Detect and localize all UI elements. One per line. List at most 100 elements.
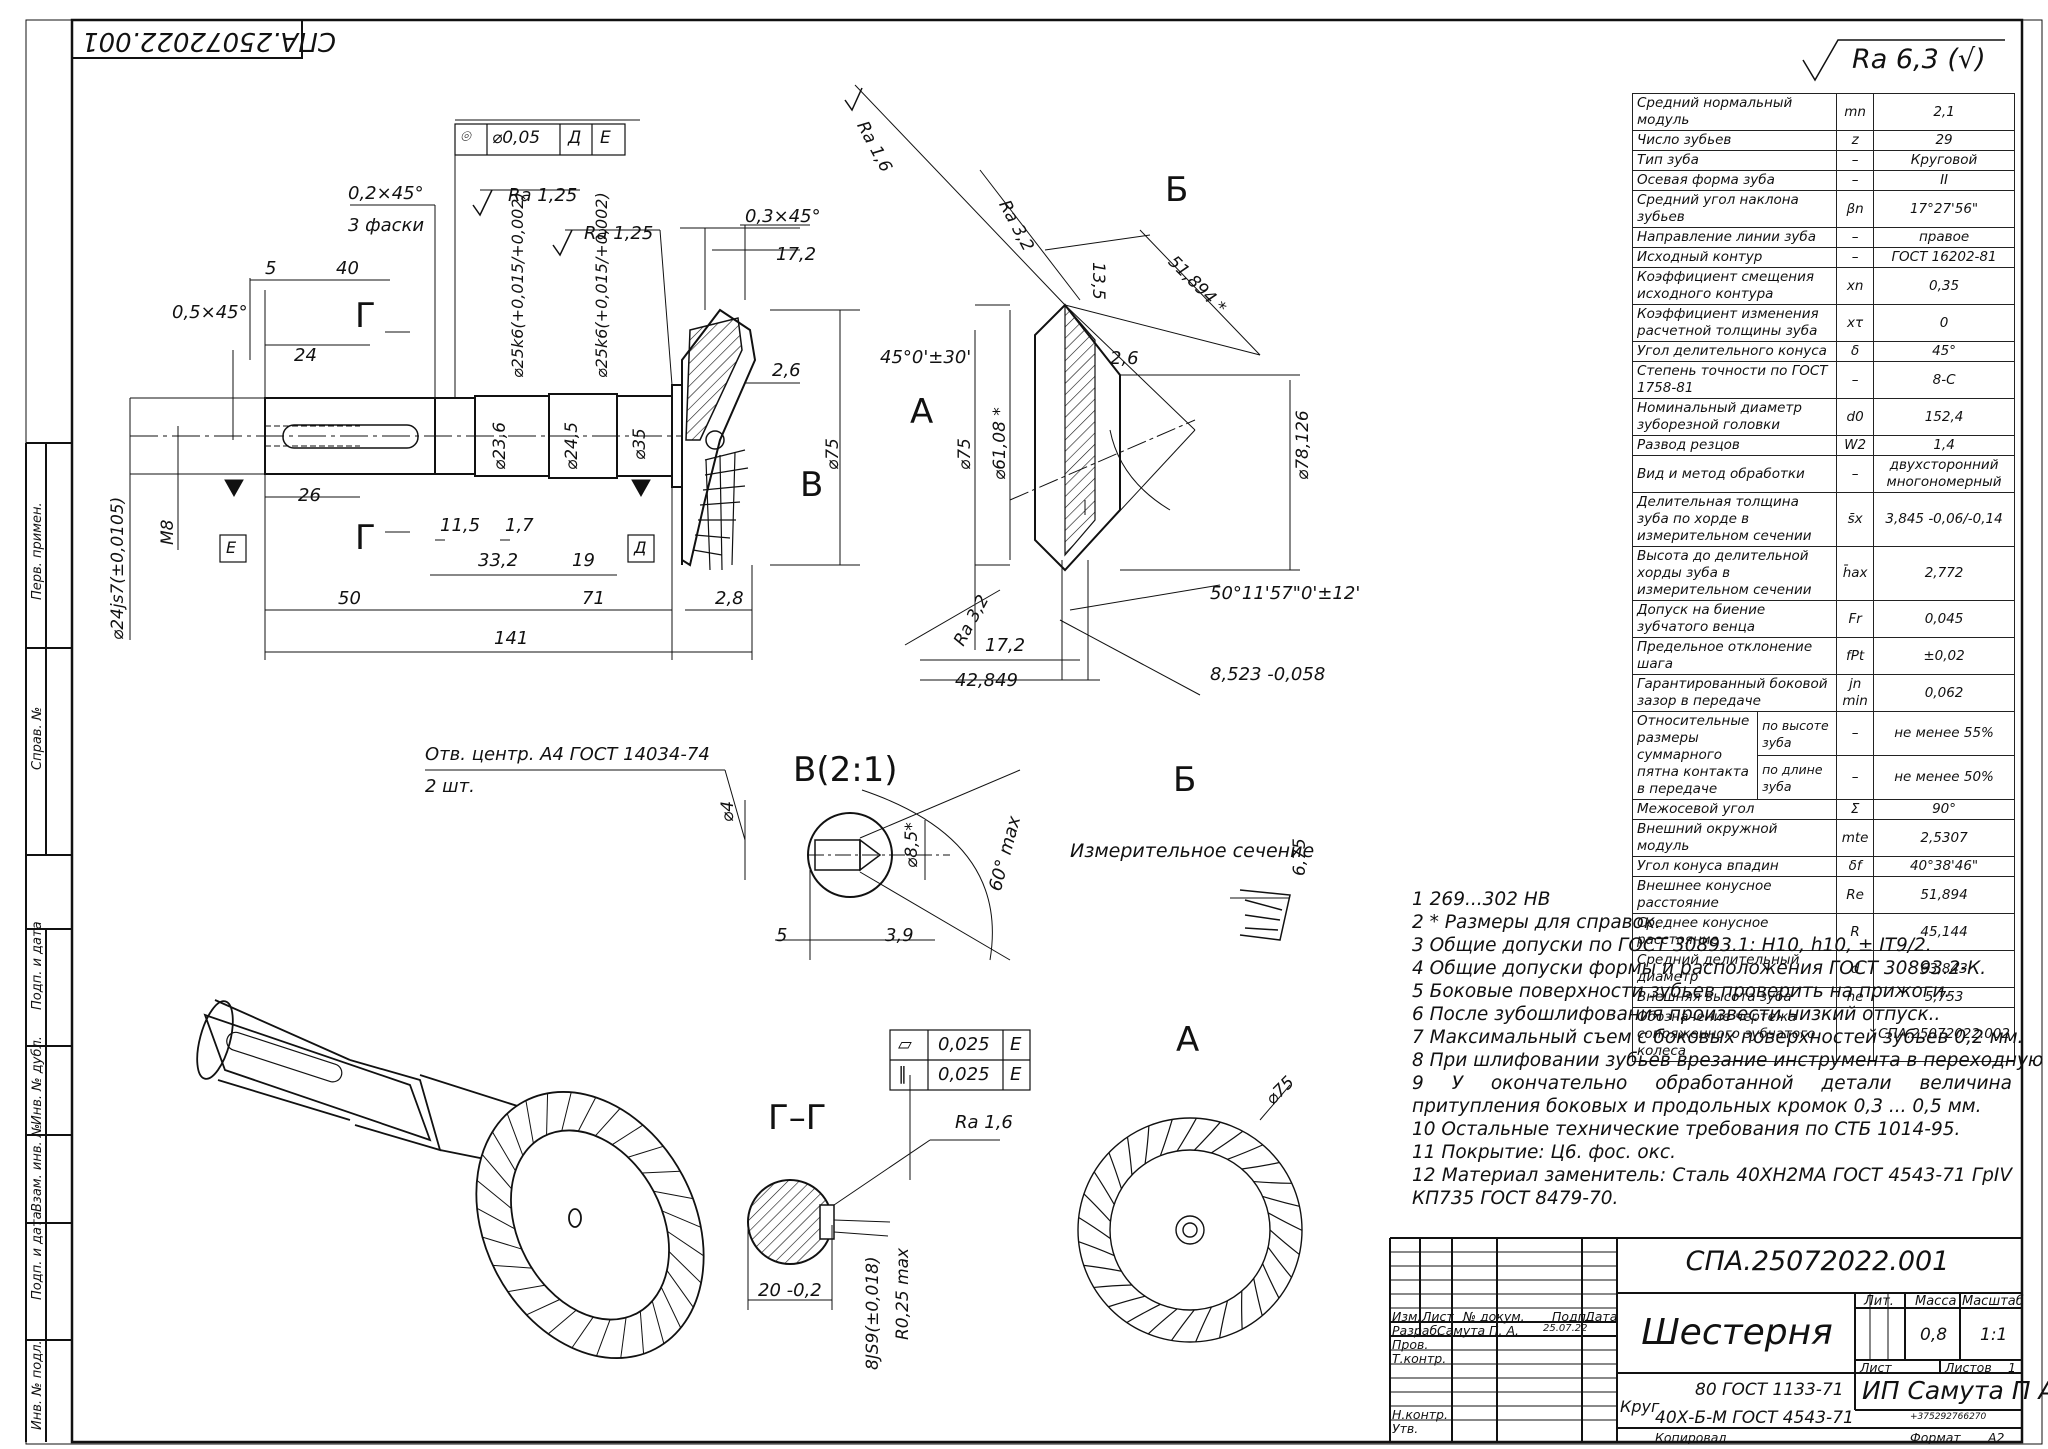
- param-name: Номинальный диаметр зуборезной головки: [1631, 398, 1838, 436]
- gear-tooth: [1126, 1136, 1133, 1176]
- dim-dia-75: ⌀75: [823, 438, 843, 470]
- gear-tooth: [1108, 1152, 1123, 1189]
- section-gg-dim-20: 20 -0,2: [758, 1280, 822, 1301]
- dim-dia-24-5: ⌀24,5: [562, 421, 582, 470]
- param-name: Внешнее конусное расстояние: [1631, 876, 1838, 914]
- gear-tooth: [1219, 1300, 1229, 1339]
- iso-gear-tooth: [660, 1286, 682, 1329]
- side-dim-42-849: 42,849: [955, 670, 1018, 691]
- param-name: Вид и метод обработки: [1631, 455, 1838, 493]
- param-row: Исходный контур–ГОСТ 16202-81: [1631, 247, 2015, 268]
- param-name: Коэффициент изменения расчетной толщины …: [1631, 304, 1838, 342]
- param-name: Исходный контур: [1631, 247, 1838, 268]
- param-value: 90°: [1873, 799, 2015, 820]
- param-value: правое: [1873, 227, 2015, 248]
- center-hole-note: Отв. центр. А4 ГОСТ 14034-74: [425, 744, 710, 765]
- gear-tooth: [1269, 1229, 1300, 1255]
- note-item: 7 Максимальный съем с боковых поверхност…: [1412, 1027, 2024, 1048]
- side-dim-dia-75: ⌀75: [955, 438, 975, 470]
- tol-gg-2-value: 0,025: [938, 1064, 990, 1085]
- param-value: 5,753: [1873, 987, 2015, 1008]
- title-block-lines: [1389, 1237, 2022, 1442]
- tol-frame-main: [454, 123, 626, 156]
- gear-tooth: [1195, 1306, 1212, 1343]
- side-dim-17-2: 17,2: [985, 635, 1026, 656]
- side-dim-2-6: 2,6: [1110, 348, 1139, 369]
- param-value: 0,35: [1873, 267, 2015, 305]
- param-symbol: –: [1836, 227, 1875, 248]
- gear-tooth: [1262, 1263, 1280, 1299]
- param-value: 2,5307: [1873, 819, 2015, 857]
- dim-2-6: 2,6: [772, 360, 801, 381]
- section-g-label-bottom: Г: [355, 518, 376, 558]
- tb-razrab-name: Самута П. А.: [1437, 1323, 1520, 1338]
- gear-tooth: [1267, 1246, 1292, 1278]
- iso-gear-tooth: [666, 1270, 694, 1308]
- gear-tooth: [1241, 1161, 1280, 1170]
- param-symbol: –: [1836, 170, 1875, 191]
- param-symbol: fPt: [1836, 637, 1875, 675]
- side-dim-8-523: 8,523 -0,058: [1210, 664, 1326, 685]
- gear-tooth: [1083, 1264, 1122, 1272]
- tol-gg-1-symbol: ⏥: [898, 1034, 912, 1055]
- gear-tooth: [1093, 1171, 1115, 1205]
- param-symbol: h̄ax: [1836, 546, 1875, 601]
- shaft-main-view: [130, 308, 757, 571]
- iso-gear-tooth: [668, 1251, 702, 1284]
- param-symbol: –: [1836, 150, 1875, 171]
- param-value: 29: [1873, 130, 2015, 151]
- dim-71: 71: [582, 588, 605, 609]
- param-symbol: d0: [1836, 398, 1875, 436]
- iso-gear-tooth: [507, 1284, 545, 1293]
- param-subname: по высоте зуба: [1757, 711, 1838, 756]
- param-value: 17°27'56": [1873, 190, 2015, 228]
- tb-material-prefix: Круг: [1620, 1397, 1660, 1416]
- iso-gear-tooth: [506, 1113, 524, 1156]
- tb-phone: +375292766270: [1910, 1412, 1987, 1422]
- gear-tooth: [1078, 1241, 1115, 1257]
- param-symbol: xn: [1836, 267, 1875, 305]
- view-a-marker: А: [910, 392, 934, 432]
- side-angle-45: 45°0'±30': [880, 347, 972, 368]
- iso-gear-tooth: [525, 1100, 534, 1144]
- iso-gear-tooth: [661, 1210, 702, 1228]
- param-name: Внешняя высота зуба: [1631, 987, 1838, 1008]
- param-name: Коэффициент смещения исходного контура: [1631, 267, 1838, 305]
- note-item: 3 Общие допуски по ГОСТ 30893.1: Н10, h1…: [1412, 935, 1932, 956]
- note-item: 12 Материал заменитель: Сталь 40ХН2МА ГО…: [1412, 1165, 2012, 1209]
- tb-material-bottom: 40Х-Б-М ГОСТ 4543-71: [1655, 1408, 1854, 1428]
- param-row: Степень точности по ГОСТ 1758-81–8-С: [1631, 361, 2015, 399]
- gear-tooth: [1253, 1180, 1292, 1184]
- side-label-sprav: Справ. №: [30, 706, 45, 770]
- gear-tooth: [1262, 1195, 1300, 1207]
- gear-tooth: [1241, 1290, 1243, 1330]
- param-value: двухсторонний многономерный: [1873, 455, 2015, 493]
- isometric-view: [196, 999, 705, 1359]
- dim-2-8: 2,8: [715, 588, 744, 609]
- base-d-box: [627, 534, 655, 563]
- param-value: СПА.25072022.002: [1873, 1007, 2015, 1062]
- title-block-thin: [1390, 1251, 1617, 1421]
- param-name: Число зубьев: [1631, 130, 1838, 151]
- param-name: Допуск на биение зубчатого венца: [1631, 600, 1838, 638]
- tol-gg-2-symbol: ∥: [898, 1064, 907, 1085]
- param-symbol: –: [1836, 455, 1875, 493]
- note-item: 8 При шлифовании зубьев врезание инструм…: [1412, 1050, 2044, 1071]
- param-value: 1,4: [1873, 435, 2015, 456]
- section-gg-r025: R0,25 max: [893, 1247, 913, 1340]
- side-label-inv-dubl: Инв. № дубл.: [30, 1036, 45, 1125]
- param-name: Предельное отклонение шага: [1631, 637, 1838, 675]
- iso-gear-tooth: [476, 1179, 512, 1209]
- param-symbol: jn min: [1836, 674, 1875, 712]
- section-gg-title: Г–Г: [768, 1098, 827, 1138]
- tb-org: ИП Самута П А: [1862, 1376, 2048, 1405]
- dim-50: 50: [338, 588, 361, 609]
- param-symbol: Fr: [1836, 600, 1875, 638]
- param-symbol: –: [1836, 247, 1875, 268]
- param-value: 2,1: [1873, 93, 2015, 131]
- param-symbol: s̄x: [1836, 492, 1875, 547]
- dim-40: 40: [336, 258, 359, 279]
